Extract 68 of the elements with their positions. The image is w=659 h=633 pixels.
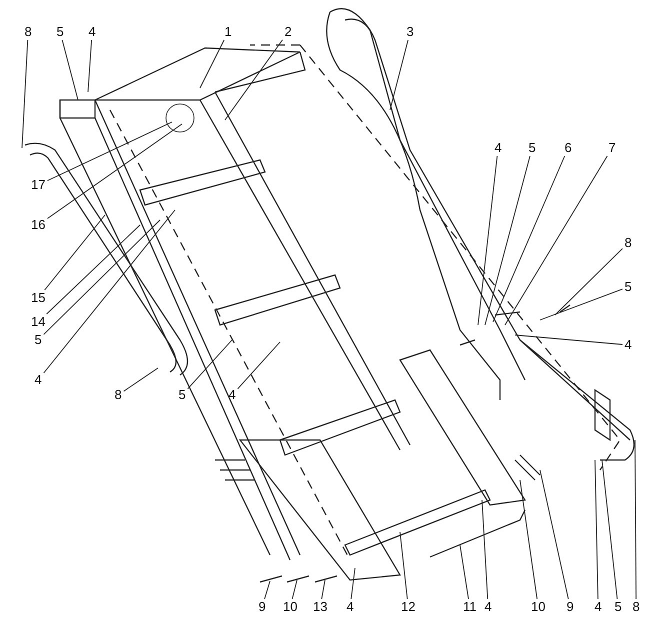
leader-line bbox=[200, 40, 225, 88]
callout-number: 5 bbox=[624, 280, 633, 294]
callout-number: 5 bbox=[178, 388, 187, 402]
callout-number: 6 bbox=[564, 141, 573, 155]
leader-line bbox=[350, 568, 356, 600]
leader-line bbox=[594, 460, 598, 600]
leader-line bbox=[47, 122, 172, 182]
callout-number: 12 bbox=[400, 600, 416, 614]
callout-number: 3 bbox=[406, 25, 415, 39]
leader-line bbox=[492, 156, 566, 322]
leader-line bbox=[224, 39, 283, 120]
callout-number: 8 bbox=[24, 25, 33, 39]
callout-number: 4 bbox=[594, 600, 603, 614]
leader-line bbox=[47, 124, 182, 219]
callout-number: 4 bbox=[228, 388, 237, 402]
leader-line bbox=[484, 156, 530, 326]
callout-number: 14 bbox=[30, 315, 46, 329]
leader-line bbox=[46, 224, 140, 314]
callout-number: 17 bbox=[30, 178, 46, 192]
callout-number: 13 bbox=[312, 600, 328, 614]
leader-line bbox=[478, 156, 498, 326]
leader-line bbox=[634, 440, 637, 600]
leader-line bbox=[504, 156, 608, 326]
callout-number: 4 bbox=[34, 373, 43, 387]
leader-line bbox=[400, 532, 408, 600]
leader-line bbox=[292, 580, 298, 600]
callout-number: 7 bbox=[608, 141, 617, 155]
callout-number: 9 bbox=[258, 600, 267, 614]
leader-line bbox=[62, 40, 78, 100]
leader-line bbox=[602, 460, 618, 600]
callout-number: 16 bbox=[30, 218, 46, 232]
callout-number: 11 bbox=[462, 600, 478, 614]
callout-number: 4 bbox=[88, 25, 97, 39]
callout-number: 15 bbox=[30, 291, 46, 305]
leader-line bbox=[554, 248, 623, 316]
leader-line bbox=[44, 214, 106, 290]
leader-line bbox=[123, 368, 158, 392]
leader-line bbox=[22, 40, 28, 148]
callout-number: 4 bbox=[484, 600, 493, 614]
callout-number: 8 bbox=[114, 388, 123, 402]
leader-line bbox=[237, 342, 280, 390]
leader-line bbox=[540, 470, 569, 600]
leader-line bbox=[482, 500, 488, 600]
callout-number: 5 bbox=[34, 333, 43, 347]
callout-number: 9 bbox=[566, 600, 575, 614]
leader-line bbox=[514, 334, 623, 345]
callout-number: 4 bbox=[624, 338, 633, 352]
callout-number: 10 bbox=[282, 600, 298, 614]
callout-number: 4 bbox=[346, 600, 355, 614]
leader-line bbox=[460, 544, 469, 600]
leader-line bbox=[321, 580, 326, 600]
leader-line bbox=[88, 40, 92, 92]
callout-number: 2 bbox=[284, 25, 293, 39]
callout-number: 5 bbox=[528, 141, 537, 155]
leader-line bbox=[540, 288, 623, 320]
callout-number: 5 bbox=[56, 25, 65, 39]
leader-line bbox=[264, 580, 270, 600]
leader-line bbox=[43, 220, 160, 335]
callout-number: 5 bbox=[614, 600, 623, 614]
callout-number: 10 bbox=[530, 600, 546, 614]
callout-number: 4 bbox=[494, 141, 503, 155]
leader-line bbox=[390, 40, 408, 110]
callout-number: 1 bbox=[224, 25, 233, 39]
leader-line bbox=[520, 480, 538, 600]
callout-number: 8 bbox=[632, 600, 641, 614]
leader-line bbox=[187, 340, 232, 390]
leader-line bbox=[43, 210, 176, 374]
callout-number: 8 bbox=[624, 236, 633, 250]
